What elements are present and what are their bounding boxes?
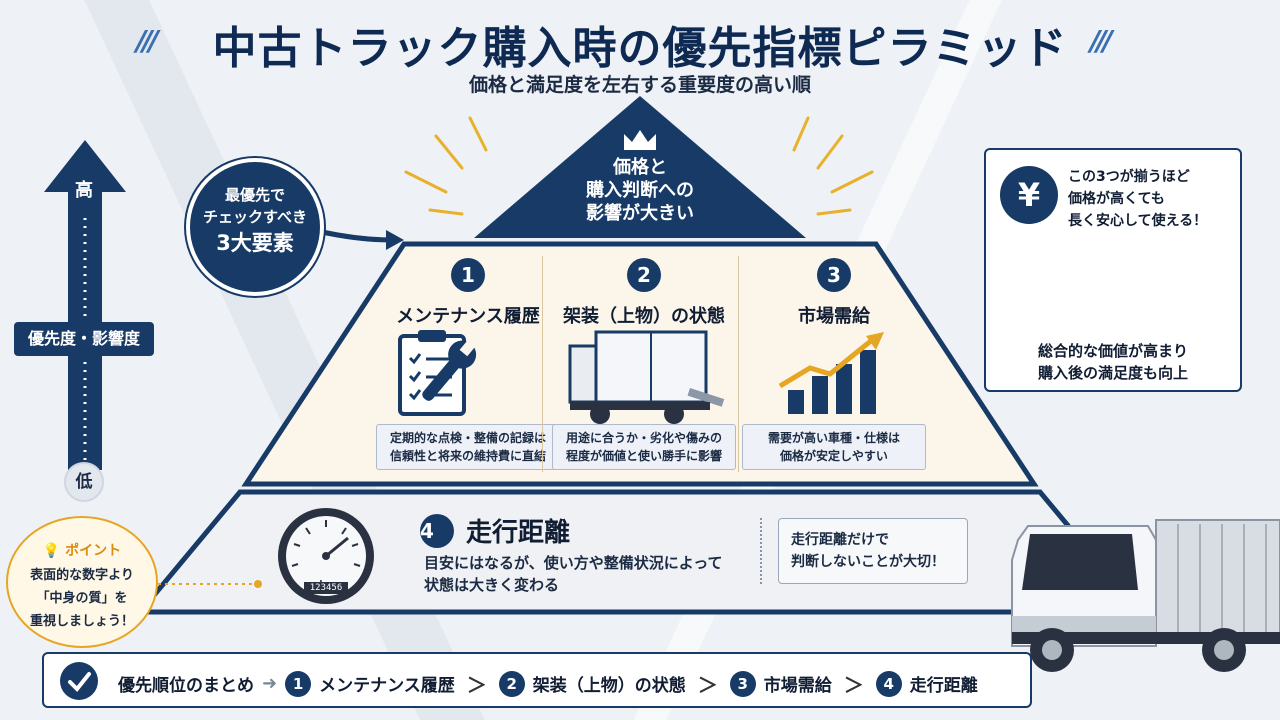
summary-number-3: 3: [729, 670, 756, 697]
tier-4-description: 目安にはなるが、使い方や整備状況によって 状態は大きく変わる: [424, 552, 744, 596]
tier-2-description: 用途に合うか・劣化や傷みの 程度が価値と使い勝手に影響: [552, 424, 736, 470]
top-three-callout: 最優先で チェックすべき 3大要素: [186, 158, 324, 296]
tier-4-title: 走行距離: [466, 518, 571, 548]
axis-low-label: 低: [64, 462, 104, 502]
page-subtitle: 価格と満足度を左右する重要度の高い順: [468, 74, 811, 96]
tier-4-desc-line-2: 状態は大きく変わる: [424, 576, 560, 594]
pyramid-top-line-2: 購入判断への: [586, 180, 694, 201]
value-bottom-line-2: 購入後の満足度も向上: [1037, 364, 1188, 382]
tier-3-number: 3: [817, 258, 851, 292]
callout-line-1: 最優先で: [224, 186, 285, 204]
tier-divider-2: [738, 256, 739, 472]
summary-bar: [42, 652, 1032, 708]
summary-number-1: 1: [285, 670, 312, 697]
title-slashes-right: ///: [1090, 24, 1113, 57]
tier-3-title: 市場需給: [798, 306, 870, 327]
point-callout: 💡 ポイント 表面的な数字より 「中身の質」を 重視しましょう！: [6, 516, 158, 648]
tier-3-column: 3 市場需給 需要が高い車種・仕様は 価格が安定しやすい: [736, 258, 932, 470]
tier-4-note-line-1: 走行距離だけで: [791, 532, 889, 548]
point-title: 💡 ポイント: [8, 540, 156, 560]
value-top-line-1: この3つが揃うほど: [1068, 169, 1190, 185]
tier-4-heading: 4 走行距離: [420, 512, 570, 549]
point-line-1: 表面的な数字より: [30, 568, 134, 583]
checkmark-icon: [60, 662, 98, 700]
odometer-icon: [278, 508, 374, 604]
tier-2-column: 2 架装（上物）の状態 用途に合うか・劣化や傷みの 程度が価値と使い勝手に影響: [546, 258, 742, 470]
pyramid-top-text: 価格と 購入判断への 影響が大きい: [540, 156, 740, 225]
summary-item-2: 架装（上物）の状態: [532, 676, 686, 696]
value-summary-top-text: この3つが揃うほど 価格が高くても 長く安心して使える！: [1068, 166, 1207, 232]
tier-1-desc-line-2: 信頼性と将来の維持費に直結: [389, 449, 546, 463]
clipboard-wrench-icon: [398, 330, 477, 416]
callout-arrow: [321, 229, 393, 243]
summary-item-3: 市場需給: [763, 676, 832, 696]
tier-3-description: 需要が高い車種・仕様は 価格が安定しやすい: [742, 424, 926, 470]
odometer-unit: km: [319, 580, 335, 590]
tier-4-note-line-2: 判断しないことが大切！: [791, 554, 945, 570]
title-slashes-left: ///: [136, 24, 159, 57]
pyramid-top-line-1: 価格と: [613, 157, 667, 178]
summary-separator: ＞: [466, 673, 487, 697]
growth-chart-icon: [778, 332, 884, 414]
value-top-line-2: 価格が高くても: [1068, 191, 1165, 207]
tier-2-title: 架装（上物）の状態: [563, 306, 725, 327]
spark-rays-left: [404, 116, 488, 216]
point-line-2: 「中身の質」を: [36, 591, 128, 606]
point-line-3: 重視しましょう！: [29, 614, 134, 629]
axis-high-label: 高: [75, 180, 93, 201]
pyramid-top-tier: [474, 96, 806, 238]
tier-4-dotted-divider: [760, 518, 762, 584]
summary-separator: ＞: [697, 673, 718, 697]
summary-number-2: 2: [498, 670, 525, 697]
point-title-text: ポイント: [65, 543, 122, 559]
tier-2-desc-line-2: 程度が価値と使い勝手に影響: [565, 449, 722, 463]
summary-number-4: 4: [875, 670, 902, 697]
tier-2-number: 2: [627, 258, 661, 292]
truck-body-icon: [568, 330, 725, 424]
axis-title-label: 優先度・影響度: [14, 322, 154, 356]
pyramid-top-line-3: 影響が大きい: [586, 203, 694, 224]
tier-1-column: 1 メンテナンス履歴 定期的な点検・整備の記録は 信頼性と将来の維持費に直結: [370, 258, 566, 470]
value-bottom-line-1: 総合的な価値が高まり: [1037, 342, 1188, 360]
tier-1-desc-line-1: 定期的な点検・整備の記録は: [389, 431, 546, 445]
callout-line-2: チェックすべき: [203, 208, 307, 226]
truck-illustration: [1011, 519, 1280, 672]
tier-4-number: 4: [420, 513, 454, 548]
yen-icon: ¥: [1000, 166, 1058, 224]
value-top-line-3: 長く安心して使える！: [1068, 213, 1208, 229]
summary-item-1: メンテナンス履歴: [319, 676, 455, 696]
tier-4-desc-line-1: 目安にはなるが、使い方や整備状況によって: [424, 554, 723, 572]
tier-2-desc-line-1: 用途に合うか・劣化や傷みの: [565, 431, 722, 445]
tier-1-number: 1: [451, 258, 485, 292]
tier-1-title: メンテナンス履歴: [396, 306, 540, 327]
crown-icon: [622, 128, 658, 156]
summary-label: 優先順位のまとめ: [118, 676, 254, 696]
point-body: 表面的な数字より 「中身の質」を 重視しましょう！: [8, 564, 156, 633]
tier-divider-1: [542, 256, 543, 472]
summary-separator: ＞: [843, 673, 864, 697]
tier-4-note: 走行距離だけで 判断しないことが大切！: [778, 518, 968, 584]
arrow-right-icon: ➜: [262, 673, 278, 694]
tier-1-description: 定期的な点検・整備の記録は 信頼性と将来の維持費に直結: [376, 424, 560, 470]
tier-3-desc-line-1: 需要が高い車種・仕様は: [767, 431, 900, 445]
spark-rays-right: [792, 116, 874, 216]
summary-row: 優先順位のまとめ ➜ 1 メンテナンス履歴 ＞ 2 架装（上物）の状態 ＞ 3 …: [118, 669, 978, 698]
value-summary-bottom-text: 総合的な価値が高まり 購入後の満足度も向上: [984, 340, 1242, 384]
callout-line-3: 3大要素: [216, 231, 294, 255]
page-title: 中古トラック購入時の優先指標ピラミッド: [212, 23, 1068, 74]
summary-item-4: 走行距離: [909, 676, 978, 696]
lightbulb-icon: 💡: [42, 543, 66, 559]
odometer-value: 123456: [309, 583, 343, 593]
tier-3-desc-line-2: 価格が安定しやすい: [780, 449, 888, 463]
